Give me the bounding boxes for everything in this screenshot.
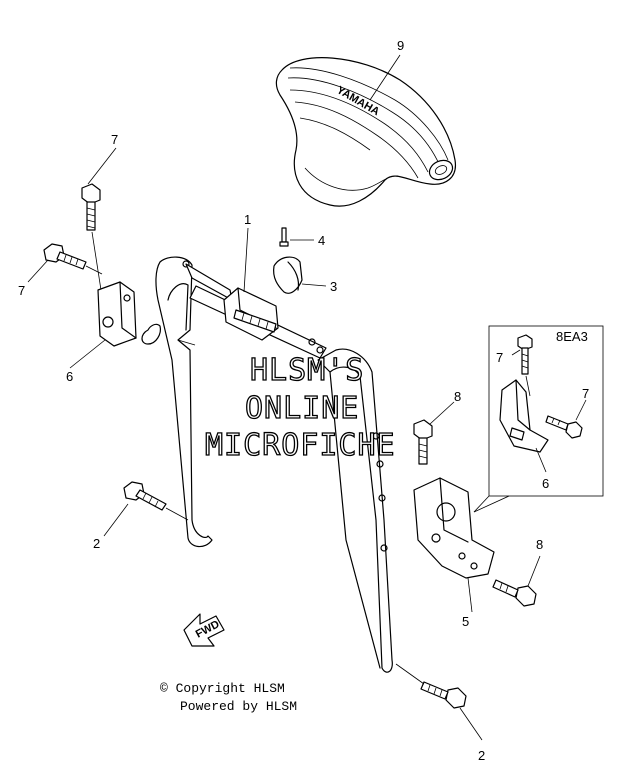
callout-5: 5 xyxy=(462,614,469,629)
callout-1: 1 xyxy=(244,212,251,227)
watermark-line-2: ONLINE xyxy=(245,391,359,426)
callout-7-inset-right: 7 xyxy=(582,386,589,401)
bolt-part-2-lower xyxy=(395,663,483,741)
bolt-part-8-lower xyxy=(492,555,541,607)
plate-part-5 xyxy=(413,477,495,613)
bracket-part-1 xyxy=(223,227,279,341)
callout-2-lower: 2 xyxy=(478,748,485,763)
pin-part-4 xyxy=(279,227,314,247)
inset-label: 8EA3 xyxy=(556,329,588,344)
frame-right-rail xyxy=(317,348,393,673)
callout-8-upper: 8 xyxy=(454,389,461,404)
frame-left-rail xyxy=(155,256,213,548)
seat-part-9: YAMAHA xyxy=(275,54,457,207)
watermark: HLSM'S ONLINE MICROFICHE xyxy=(204,352,396,463)
bracket-part-6-left xyxy=(69,281,161,369)
callout-7-inset-top: 7 xyxy=(496,350,503,365)
bolt-part-7-left xyxy=(27,243,103,283)
inset-8EA3: 8EA3 xyxy=(473,325,604,513)
callout-4: 4 xyxy=(318,233,325,248)
callout-8-lower: 8 xyxy=(536,537,543,552)
powered-by-text: Powered by HLSM xyxy=(180,699,297,714)
watermark-line-1: HLSM'S xyxy=(250,353,364,388)
copyright-text: © Copyright HLSM xyxy=(160,681,285,696)
watermark-line-3: MICROFICHE xyxy=(205,428,396,463)
callout-6-inset: 6 xyxy=(542,476,549,491)
fwd-arrow-icon: FWD xyxy=(183,613,225,647)
bolt-part-8-upper xyxy=(413,401,455,465)
callout-7-left: 7 xyxy=(18,283,25,298)
callout-3: 3 xyxy=(330,279,337,294)
callout-7-upper: 7 xyxy=(111,132,118,147)
callout-9: 9 xyxy=(397,38,404,53)
bolt-part-7-upper xyxy=(81,147,117,291)
callout-6-left: 6 xyxy=(66,369,73,384)
callout-2-left: 2 xyxy=(93,536,100,551)
clip-part-3 xyxy=(273,256,327,294)
bolt-part-2-left xyxy=(103,481,189,537)
